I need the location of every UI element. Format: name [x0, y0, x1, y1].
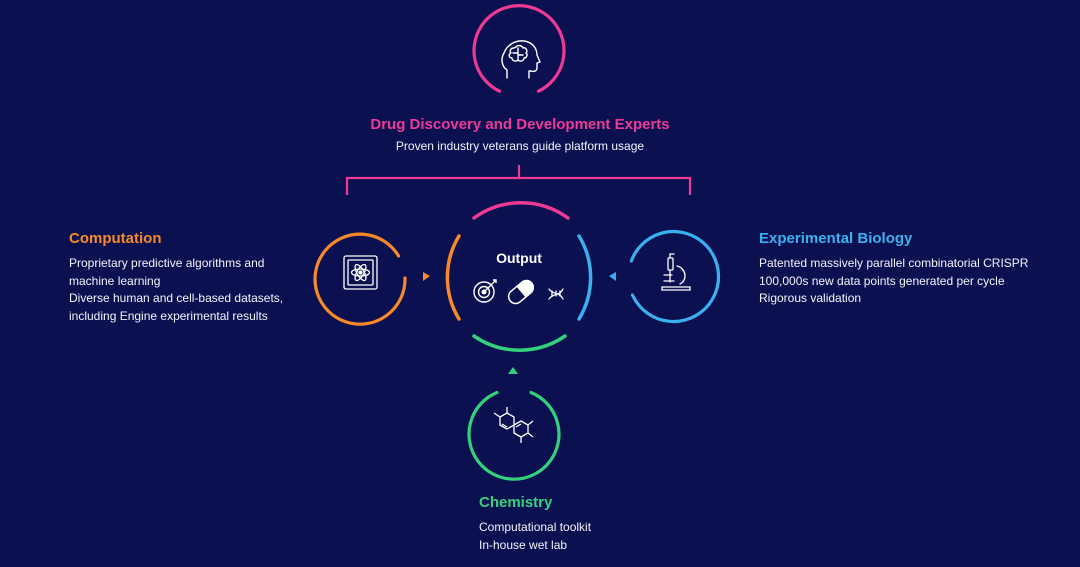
biology-line: 100,000s new data points generated per c…	[759, 273, 1005, 288]
computation-ring	[313, 232, 407, 326]
output-arc-pink	[472, 200, 570, 220]
biology-description: Patented massively parallel combinatoria…	[759, 255, 1028, 308]
output-arc-green	[472, 334, 567, 352]
experts-subtitle: Proven industry veterans guide platform …	[395, 139, 645, 153]
output-arc-blue	[577, 234, 593, 321]
output-ring	[445, 200, 593, 352]
computation-line: including Engine experimental results	[69, 308, 268, 323]
chemistry-arrow	[508, 367, 518, 374]
microscope-icon	[661, 253, 691, 291]
biology-line: Patented massively parallel combinatoria…	[759, 256, 1029, 270]
target-icon	[473, 279, 497, 303]
chemistry-line: In-house wet lab	[479, 537, 568, 552]
computation-description: Proprietary predictive algorithms and ma…	[69, 255, 283, 325]
dna-icon	[548, 288, 564, 300]
capsule-icon	[507, 279, 535, 305]
output-arc-orange	[445, 234, 461, 321]
experts-ring	[472, 4, 566, 93]
biology-title: Experimental Biology	[759, 230, 913, 247]
atom-chip-icon	[343, 255, 378, 290]
biology-arrow	[609, 272, 616, 281]
chemistry-title: Chemistry	[479, 494, 553, 511]
chemistry-node	[467, 367, 561, 481]
computation-line: Diverse human and cell-based datasets,	[69, 291, 284, 305]
computation-title: Computation	[69, 230, 162, 247]
experts-title: Drug Discovery and Development Experts	[370, 116, 670, 133]
experts-bracket	[345, 165, 692, 195]
biology-node	[609, 229, 721, 324]
computation-line: Proprietary predictive algorithms and	[69, 256, 265, 270]
biology-ring	[629, 229, 721, 324]
brain-head-icon	[501, 40, 541, 79]
computation-arrow	[423, 272, 430, 281]
molecule-icon	[493, 407, 534, 443]
computation-node	[313, 232, 430, 326]
chemistry-description: Computational toolkit In-house wet lab	[479, 519, 591, 554]
experts-node	[472, 4, 566, 93]
computation-line: machine learning	[69, 273, 161, 288]
output-label: Output	[496, 250, 542, 266]
chemistry-ring	[467, 390, 561, 481]
chemistry-line: Computational toolkit	[479, 520, 592, 534]
biology-line: Rigorous validation	[759, 291, 862, 305]
